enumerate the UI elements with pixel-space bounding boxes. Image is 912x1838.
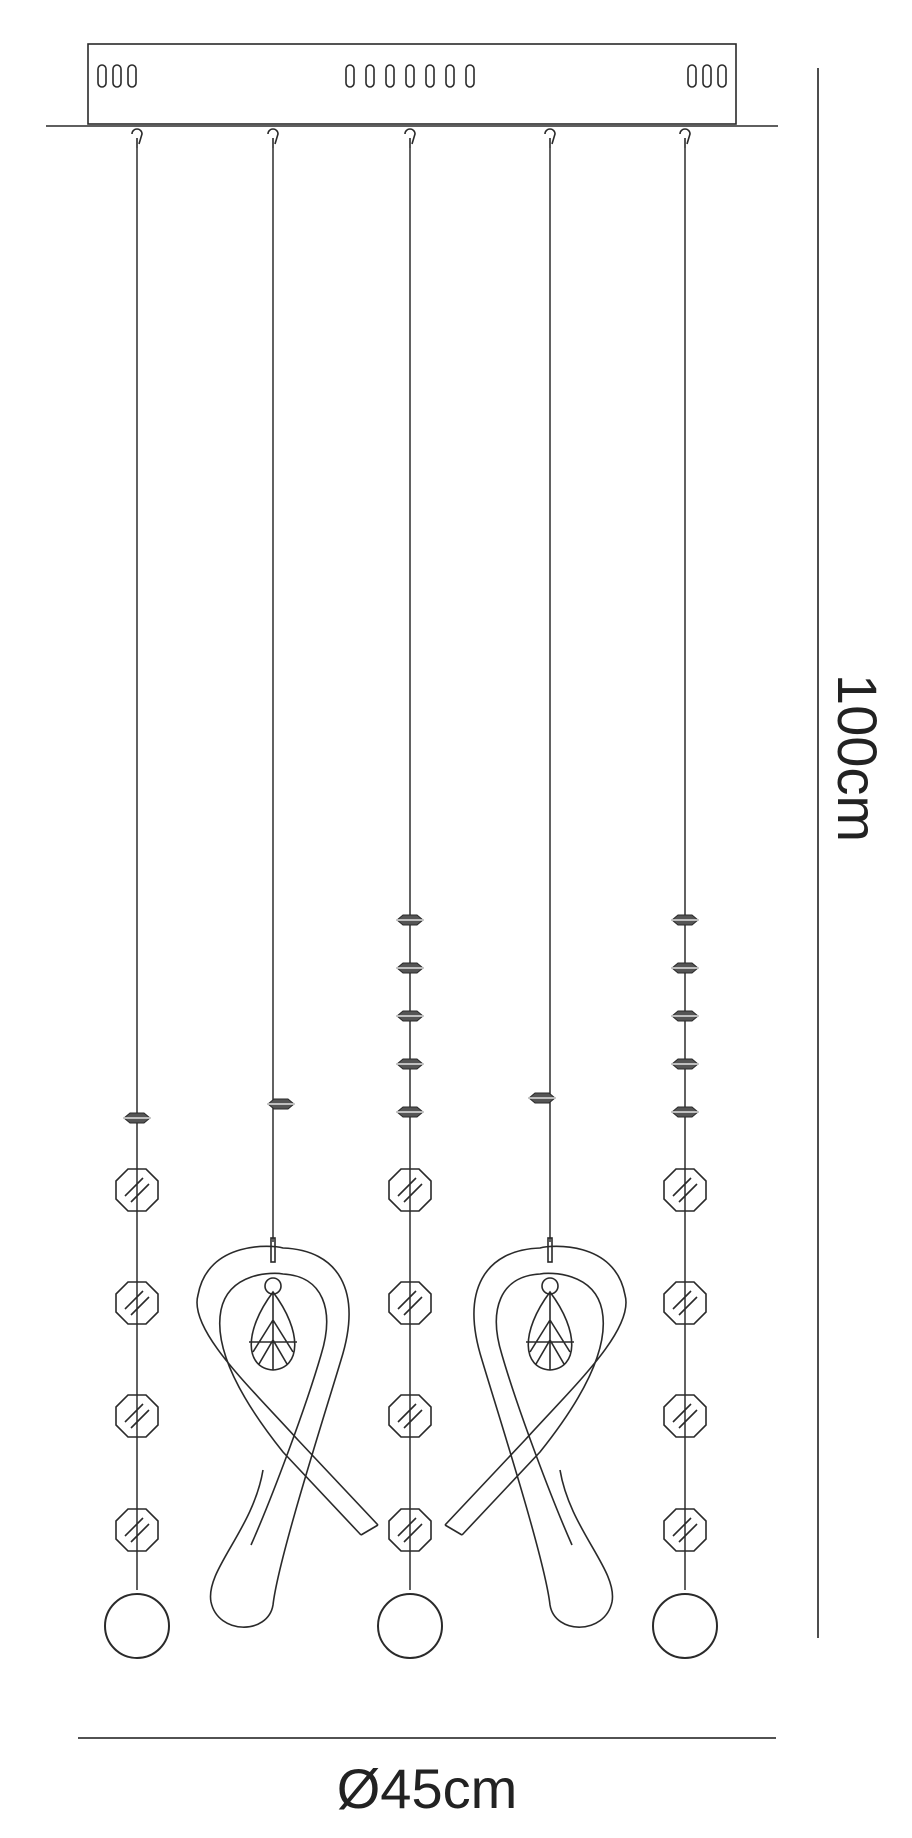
octagon-facet [397, 1403, 423, 1429]
octagon-facet [672, 1177, 698, 1203]
octagon-crystal [663, 1281, 707, 1325]
hook [679, 128, 691, 148]
ribbon-outer [444, 1245, 627, 1628]
octagon-crystal [388, 1508, 432, 1552]
hook [267, 128, 279, 148]
pendant-4 [444, 128, 627, 1628]
plate-slots-right [687, 64, 727, 88]
ribbon-inner [461, 1272, 604, 1546]
ribbon-end [360, 1524, 379, 1536]
hook [404, 128, 416, 148]
ribbon-end [444, 1524, 463, 1536]
ceiling-plate [46, 43, 778, 127]
octagon-facet [124, 1290, 150, 1316]
octagon-crystal [115, 1394, 159, 1438]
octagon-facet [672, 1517, 698, 1543]
width-label: Ø45cm [337, 1757, 518, 1820]
teardrop-facets [526, 1292, 574, 1370]
teardrop-ring [541, 1277, 559, 1295]
octagon-facet [397, 1177, 423, 1203]
octagon-crystal [388, 1281, 432, 1325]
hook [131, 128, 143, 148]
width-dimension: Ø45cm [78, 1737, 776, 1820]
octagon-facet [124, 1517, 150, 1543]
octagon-crystal [115, 1281, 159, 1325]
crystal-ball [377, 1593, 443, 1659]
octagon-crystal [663, 1394, 707, 1438]
teardrop-facets [249, 1292, 297, 1370]
ribbon-inner [219, 1272, 362, 1546]
octagon-crystal [115, 1508, 159, 1552]
octagon-crystal [388, 1168, 432, 1212]
octagon-crystal [663, 1168, 707, 1212]
hook [544, 128, 556, 148]
pendants [91, 128, 731, 1659]
height-dimension: 100cm [817, 68, 889, 1638]
octagon-facet [124, 1177, 150, 1203]
crystal-ball [652, 1593, 718, 1659]
crystal-holder [270, 1237, 276, 1263]
teardrop-ring [264, 1277, 282, 1295]
octagon-facet [397, 1517, 423, 1543]
crystal-holder [547, 1237, 553, 1263]
pendant-1 [91, 128, 183, 1659]
plate-slots-left [97, 64, 137, 88]
ribbon-outer [196, 1245, 379, 1628]
octagon-facet [124, 1403, 150, 1429]
height-label: 100cm [826, 674, 889, 842]
plate-slots-center [345, 64, 475, 88]
octagon-crystal [115, 1168, 159, 1212]
octagon-facet [672, 1403, 698, 1429]
pendant-3 [364, 128, 456, 1659]
octagon-crystal [388, 1394, 432, 1438]
pendant-5 [639, 128, 731, 1659]
octagon-facet [397, 1290, 423, 1316]
octagon-crystal [663, 1508, 707, 1552]
pendant-2 [196, 128, 379, 1628]
octagon-facet [672, 1290, 698, 1316]
crystal-ball [104, 1593, 170, 1659]
